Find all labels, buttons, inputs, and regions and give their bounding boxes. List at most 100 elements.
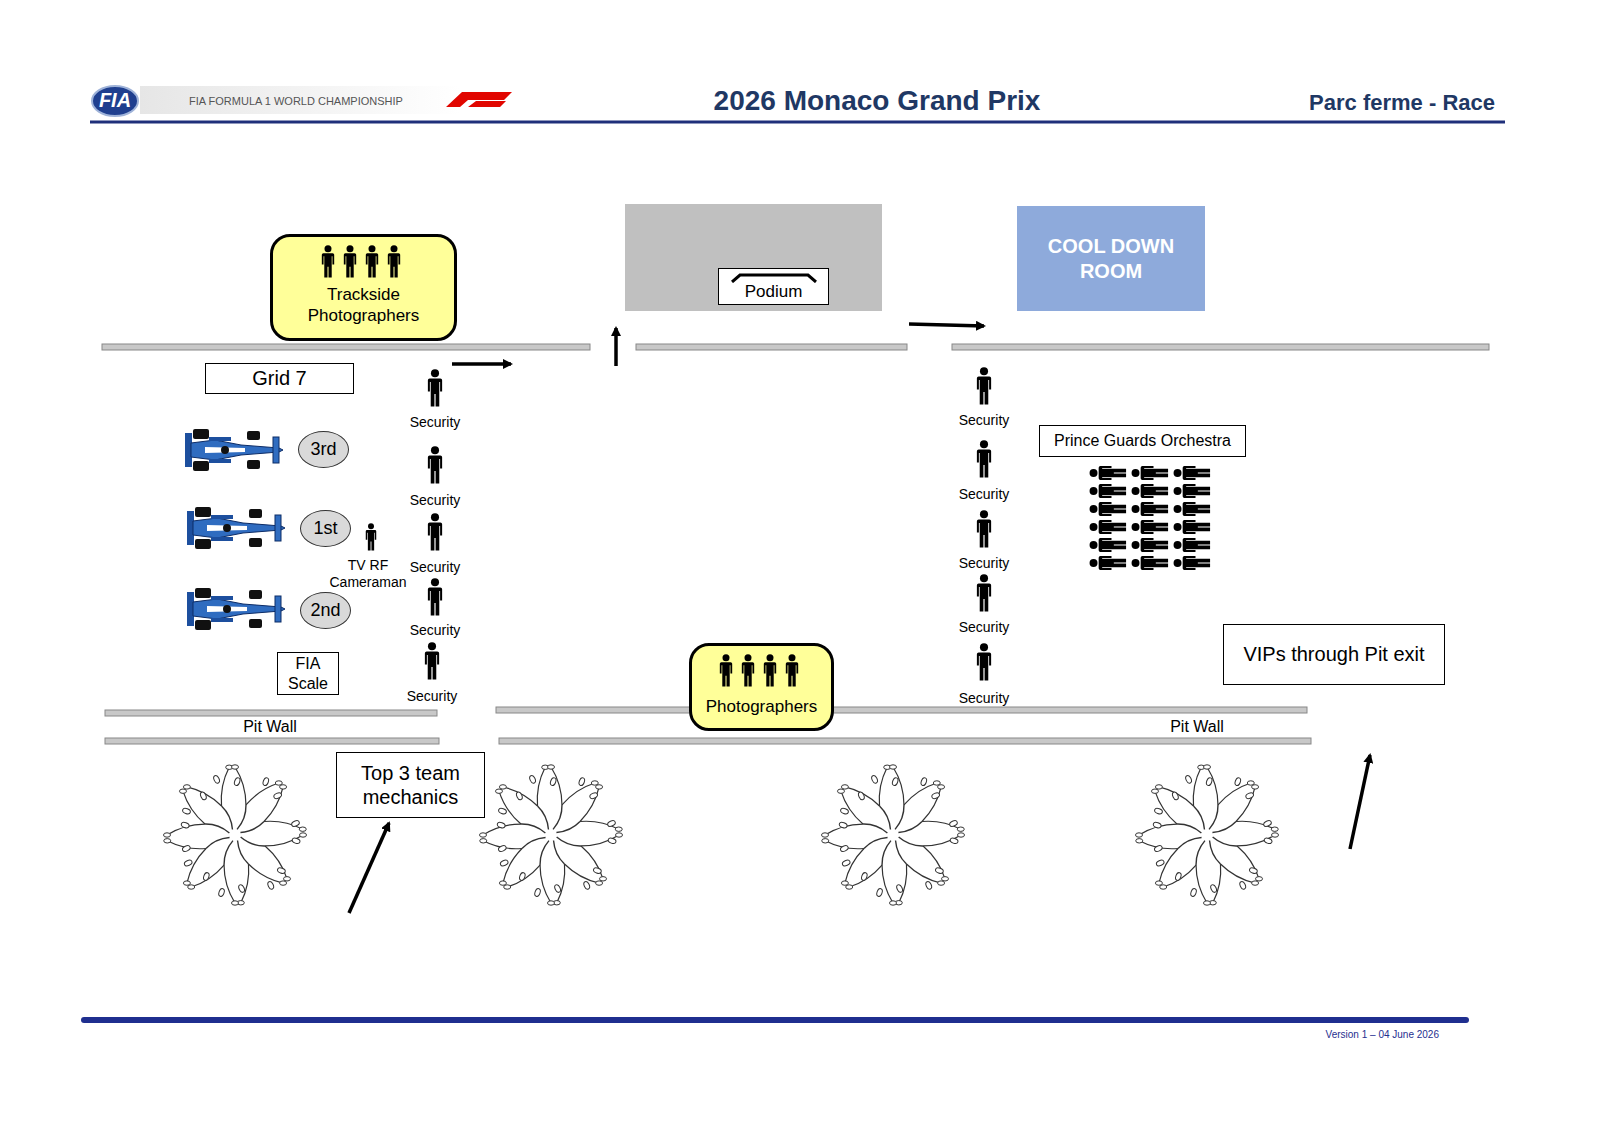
tree-leaf	[589, 792, 598, 800]
tree-branch	[540, 841, 549, 865]
page-title: 2026 Monaco Grand Prix	[627, 84, 1127, 118]
tree-branch	[522, 838, 546, 849]
tree-leaf	[1263, 820, 1272, 828]
security-label: Security	[944, 486, 1024, 503]
tree-leaf	[277, 867, 286, 874]
musician-icon	[1132, 556, 1169, 570]
tree-branch	[1163, 865, 1196, 887]
tree-branch	[1209, 805, 1218, 829]
tree-leaf	[1249, 867, 1258, 874]
tree-branch	[553, 805, 562, 829]
musician-icon	[1090, 556, 1127, 570]
musician-icon	[1132, 520, 1169, 534]
tree-leaf	[233, 777, 240, 786]
tree-branch	[1213, 864, 1221, 903]
photographer-zone: Photographers	[689, 643, 834, 731]
musician-icon	[1174, 520, 1211, 534]
tree-leaf	[896, 884, 904, 893]
tree-leaf	[842, 859, 851, 867]
tree-leaf	[519, 872, 526, 881]
tree-leaf	[1136, 839, 1143, 843]
musician-icon	[1174, 484, 1211, 498]
wall-label: Pit Wall	[220, 717, 320, 736]
tree-leaf	[840, 807, 849, 814]
tree-branch	[906, 864, 941, 883]
tree-branch	[581, 846, 603, 879]
tree-leaf	[1154, 845, 1163, 853]
node-text: Grid 7	[252, 366, 306, 390]
tree-branch	[205, 824, 229, 833]
tree-leaf	[199, 791, 207, 800]
tree-branch	[557, 837, 581, 846]
node-text: Trackside Photographers	[279, 285, 448, 326]
tree-leaf	[232, 901, 239, 905]
musician-icon	[1090, 538, 1127, 552]
tree-leaf	[920, 777, 927, 786]
tree-branch	[224, 841, 233, 865]
security-label: Security	[395, 622, 475, 639]
tree-leaf	[182, 845, 191, 853]
tree-leaf	[861, 872, 868, 881]
person-icon	[387, 245, 399, 277]
security-label: Security	[395, 559, 475, 576]
tree-branch	[882, 841, 891, 865]
tree-leaf	[273, 792, 282, 800]
tree-leaf	[890, 765, 897, 769]
tree-leaf	[183, 881, 190, 885]
position-ellipse: 3rd	[298, 431, 349, 468]
node-text: 3rd	[310, 439, 336, 461]
orchestra-box: Prince Guards Orchestra	[1039, 425, 1246, 457]
tree-leaf	[499, 785, 506, 789]
person-icon	[741, 654, 753, 686]
tree-branch	[923, 846, 945, 879]
tree-leaf	[480, 833, 487, 837]
people-icons	[717, 654, 807, 688]
tree-leaf	[183, 785, 190, 789]
node-text: 2nd	[310, 600, 340, 622]
podium-area	[625, 204, 882, 311]
musician-icon	[1132, 502, 1169, 516]
tree-branch	[1178, 838, 1202, 849]
tree-branch	[538, 806, 549, 830]
tree-leaf	[495, 789, 502, 793]
trees	[164, 765, 1279, 905]
tree-leaf	[593, 867, 602, 874]
header-band	[140, 86, 460, 114]
tree-leaf	[480, 839, 487, 843]
tree-leaf	[938, 785, 945, 789]
node-text: Prince Guards Orchestra	[1054, 431, 1231, 451]
tree-leaf	[164, 839, 171, 843]
tree-leaf	[291, 820, 300, 828]
tree-leaf	[1175, 872, 1182, 881]
tree-leaf	[1171, 791, 1179, 800]
person-icon	[719, 654, 731, 686]
tree-leaf	[596, 881, 603, 885]
tree-leaf	[839, 821, 848, 828]
tree-leaf	[957, 827, 964, 831]
security-label: Security	[395, 414, 475, 431]
node-text: 1st	[313, 518, 337, 540]
people-icons	[319, 245, 409, 279]
security-label: Security	[944, 555, 1024, 572]
tree-leaf	[822, 839, 829, 843]
tree-leaf	[203, 872, 210, 881]
tree-leaf	[498, 845, 507, 853]
tree-leaf	[549, 777, 556, 786]
tree-branch	[222, 806, 233, 830]
tree-leaf	[1205, 777, 1212, 786]
tree-leaf	[1154, 807, 1163, 814]
security-label: Security	[944, 690, 1024, 707]
tree-leaf	[1263, 837, 1272, 844]
tree-leaf	[1245, 792, 1254, 800]
tree-leaf	[499, 881, 506, 885]
f1-logo	[446, 92, 512, 107]
car-icon	[187, 507, 285, 549]
tree-branch	[507, 865, 540, 887]
security-label: Security	[395, 492, 475, 509]
tree-branch	[879, 767, 887, 806]
tree-branch	[1218, 783, 1251, 805]
tree-leaf	[262, 777, 269, 786]
tree-leaf	[822, 833, 829, 837]
tree-leaf	[840, 845, 849, 853]
